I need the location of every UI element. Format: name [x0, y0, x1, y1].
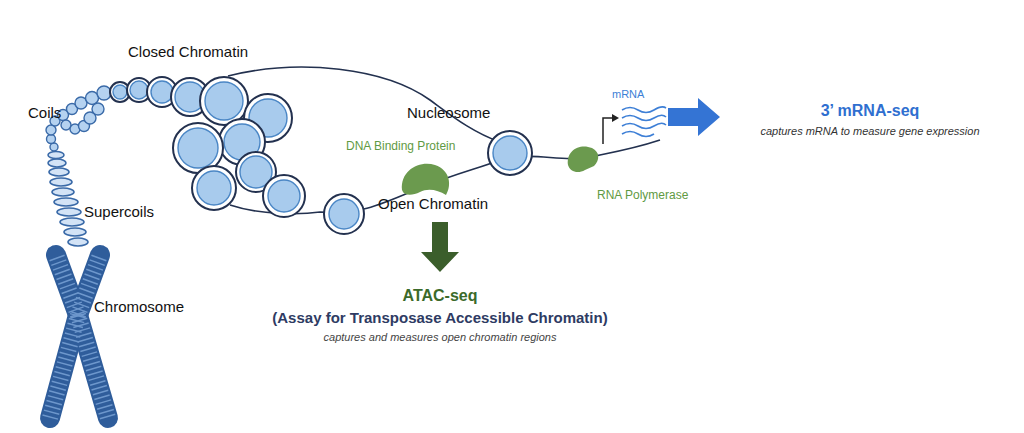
supercoil-turn — [57, 208, 81, 216]
chromosome — [50, 255, 108, 418]
chromosome-band — [56, 255, 78, 315]
part-label: Nucleosome — [407, 104, 490, 121]
nucleosome-ring — [263, 175, 305, 217]
part-label: RNA Polymerase — [597, 189, 688, 203]
method-subtitle: (Assay for Transposase Accessible Chroma… — [190, 309, 690, 326]
bead — [50, 143, 58, 151]
part-label: DNA Binding Protein — [346, 140, 455, 154]
chromosome-band — [78, 315, 108, 418]
supercoil-turn — [68, 238, 88, 246]
method-title: 3’ mRNA-seq — [620, 102, 1024, 120]
nucleosome-core — [205, 82, 243, 120]
nucleosome-core — [268, 180, 300, 212]
method-note: captures and measures open chromatin reg… — [190, 331, 690, 344]
part-label: mRNA — [612, 88, 644, 101]
part-label: Supercoils — [84, 203, 154, 220]
bead — [97, 86, 111, 100]
bead — [92, 103, 104, 115]
nucleosome-core — [197, 171, 231, 205]
dna-strand — [228, 67, 500, 142]
mrna-strands — [622, 107, 666, 137]
arrowhead — [612, 114, 619, 122]
nucleosome-core — [329, 199, 359, 229]
chromatid-arm — [78, 315, 108, 418]
rna-polymerase — [568, 146, 598, 172]
chromosome-band — [50, 315, 78, 418]
method-note: captures mRNA to measure gene expression — [620, 125, 1024, 138]
supercoil-turn — [50, 178, 72, 186]
nucleosome-core — [493, 136, 527, 170]
nucleosome-core — [151, 81, 173, 103]
nucleosome-ring — [488, 131, 532, 175]
supercoil-turn — [54, 198, 78, 206]
supercoil-turn — [49, 168, 69, 176]
part-label: Open Chromatin — [378, 195, 488, 212]
supercoil-turn — [60, 218, 84, 226]
supercoil-turn — [64, 228, 86, 236]
nucleosome-core — [130, 81, 148, 99]
mrna-strand — [622, 132, 654, 137]
nucleosome-ring — [200, 77, 248, 125]
mrna-strand — [622, 115, 666, 120]
mrna-strand — [622, 123, 666, 128]
part-label: Closed Chromatin — [128, 43, 248, 60]
block-arrow — [668, 98, 720, 136]
open-nucleosomes — [263, 131, 532, 234]
dna-binding-protein — [402, 164, 449, 195]
supercoil-turn — [48, 159, 66, 167]
supercoil — [48, 152, 88, 247]
chromatid-arm — [50, 315, 78, 418]
transcription-start — [603, 118, 614, 144]
part-label: Chromosome — [94, 298, 184, 315]
nucleosome-ring — [192, 166, 236, 210]
part-label: Coils — [28, 104, 61, 121]
bead — [47, 135, 56, 144]
nucleosome-ring — [324, 194, 364, 234]
mrna-strand — [622, 107, 666, 113]
method-title: ATAC-seq — [190, 287, 690, 305]
nucleosome-core — [113, 85, 127, 99]
supercoil-turn — [48, 152, 64, 159]
nucleosome-core — [178, 128, 218, 168]
block-arrow — [421, 222, 459, 272]
supercoil-turn — [52, 188, 74, 196]
